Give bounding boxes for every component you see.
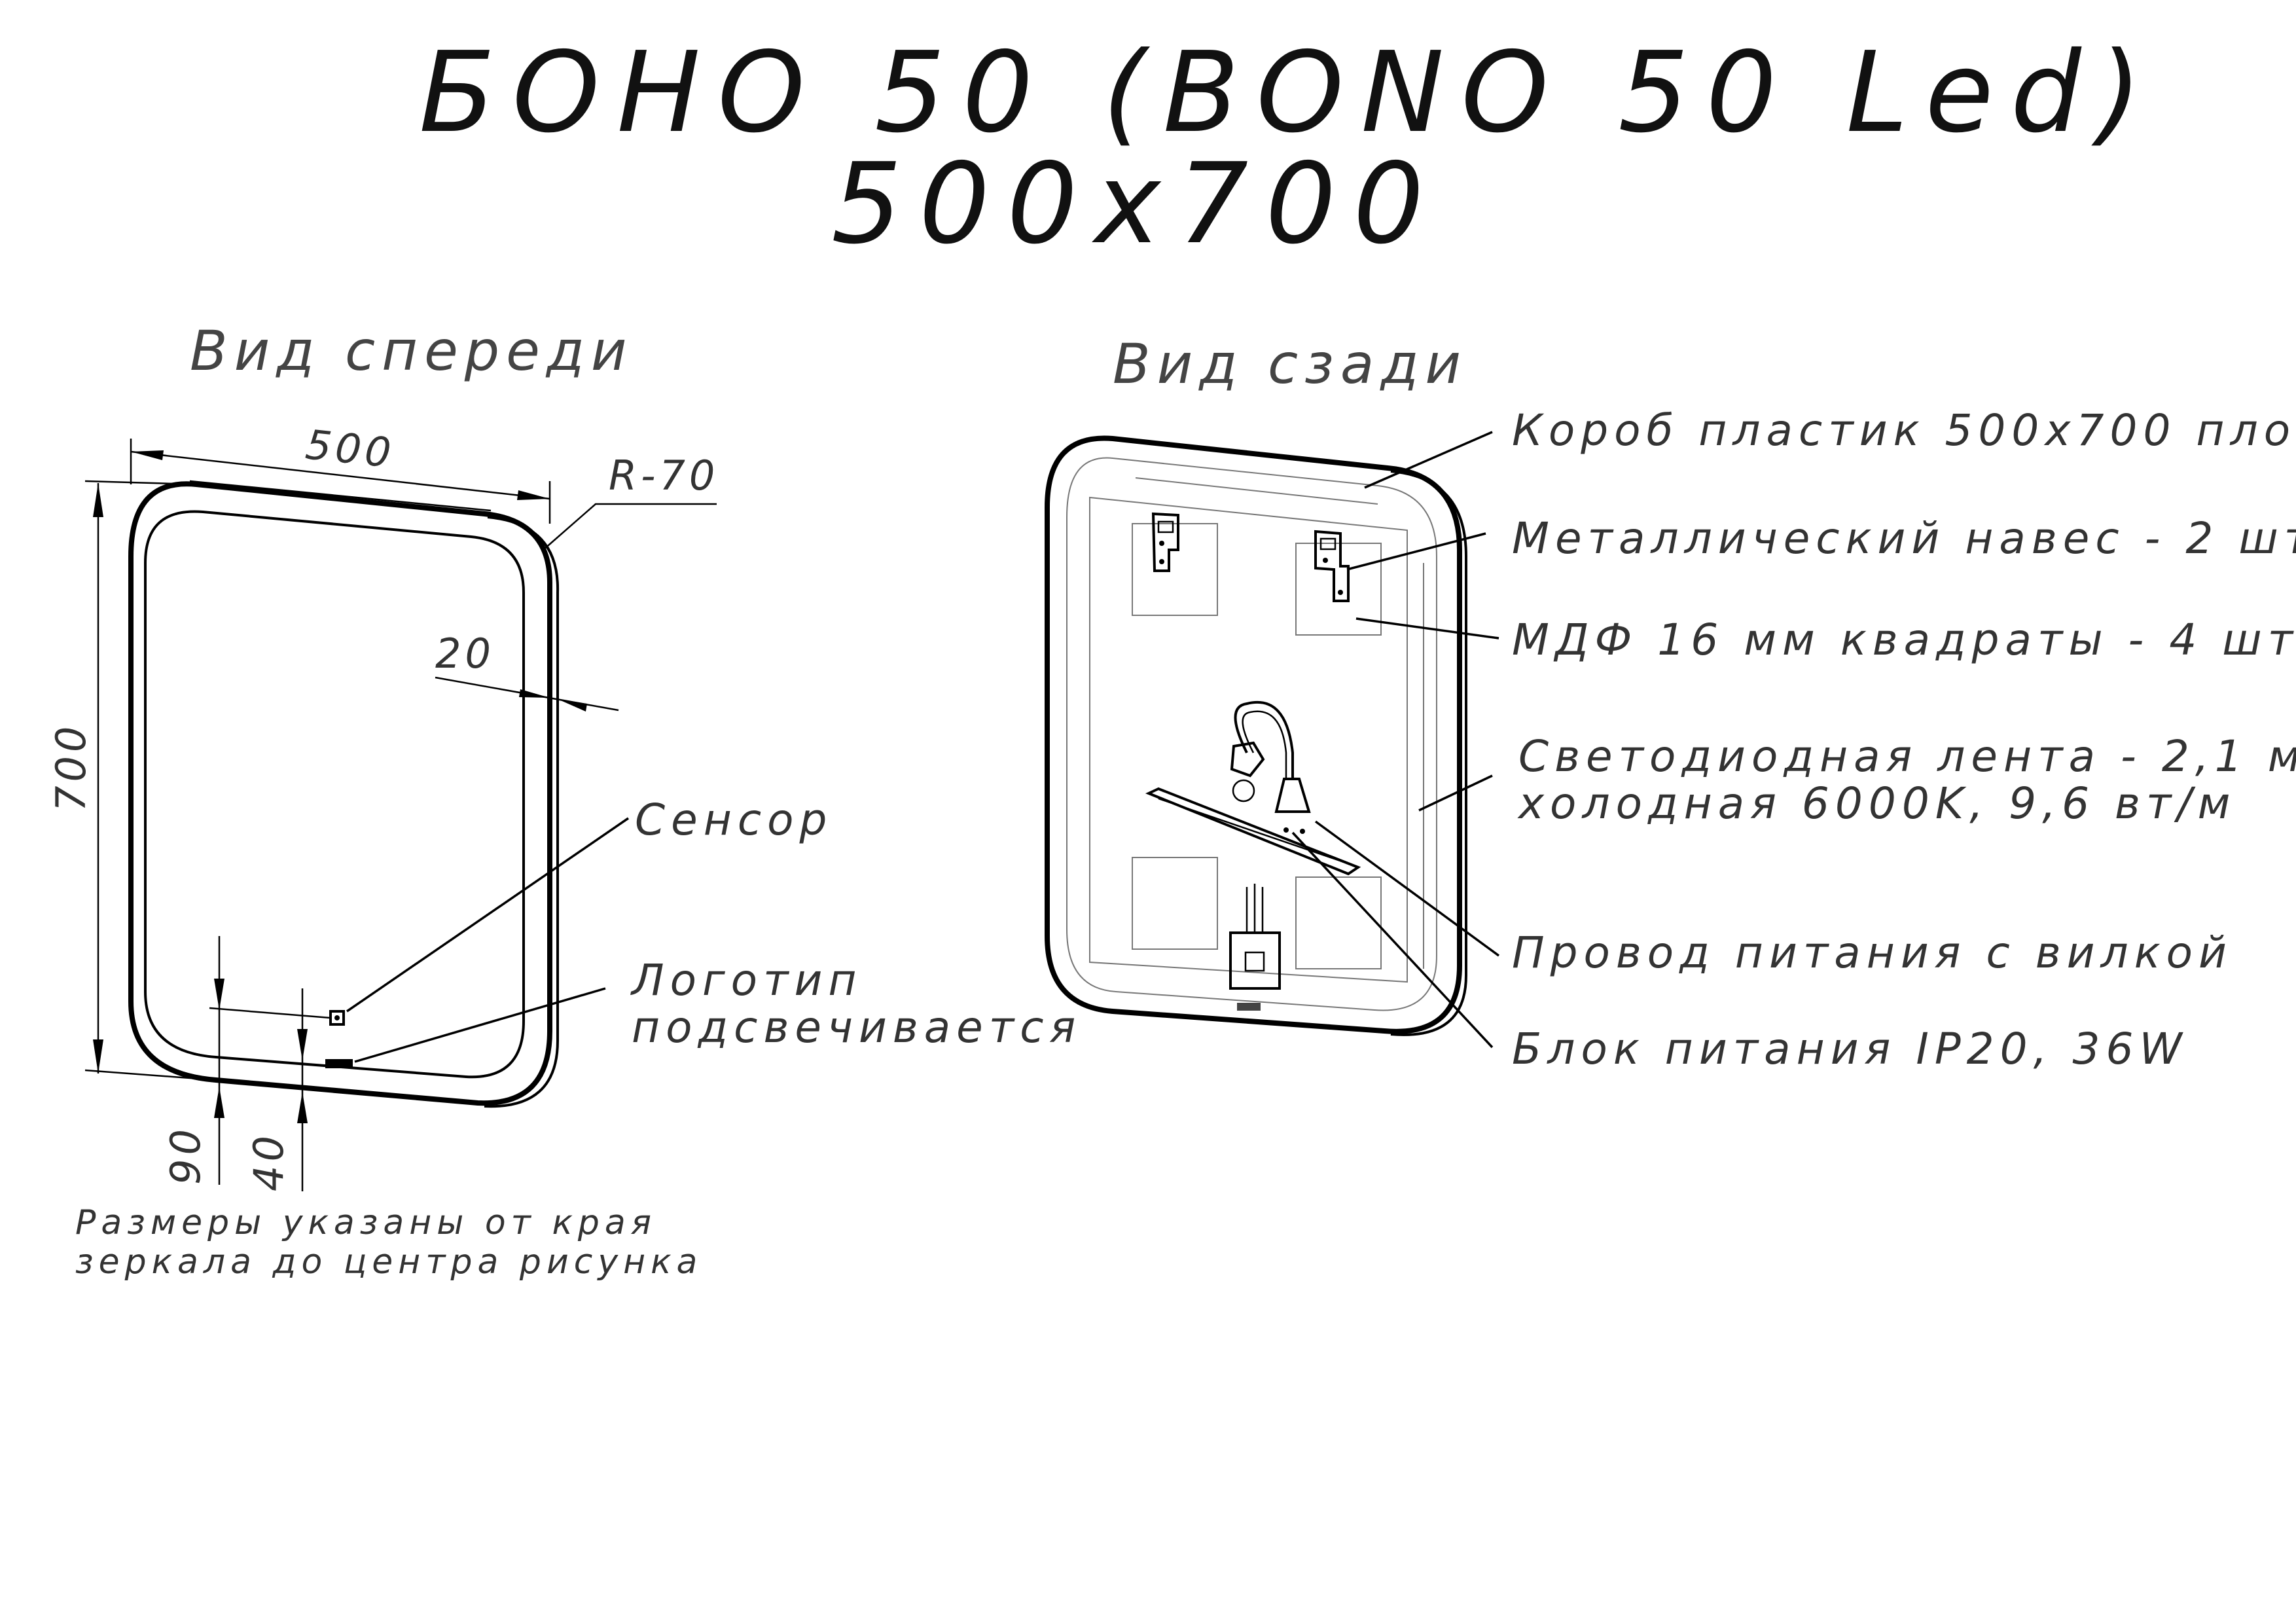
width-dimension-line	[130, 450, 550, 500]
power-cable	[1234, 700, 1294, 779]
cable-label: Провод питания с вилкой	[1512, 928, 2233, 978]
mdf-square-top-right	[1295, 543, 1382, 636]
logo-label-line1: Логотип	[630, 955, 863, 1005]
hanger-left-slot	[1157, 520, 1174, 533]
sensor-label: Сенсор	[635, 795, 833, 845]
mdf-square-bottom-right	[1295, 876, 1382, 969]
drawing-title: БОНО 50 (BONO 50 Led)	[419, 28, 2159, 158]
hanger-left-hole-1	[1159, 541, 1164, 546]
height-arrow-bottom	[93, 1039, 103, 1074]
led-label-line2: холодная 6000K, 9,6 вт/м	[1517, 778, 2236, 829]
mdf-label: МДФ 16 мм квадраты - 4 шт	[1512, 615, 2296, 665]
dimension-note-line2: зеркала до центра рисунка	[75, 1242, 702, 1282]
width-dimension-value: 500	[303, 420, 397, 477]
plastic-box-outline	[1066, 457, 1437, 1011]
metal-hanger-right	[1314, 530, 1350, 602]
sensor-offset-arrow-top	[214, 979, 224, 1010]
connector-box-inner	[1244, 951, 1265, 972]
led-strip-contour	[144, 510, 525, 1079]
mdf-leader	[1355, 617, 1499, 640]
edge-arrow-left	[519, 689, 550, 698]
power-supply-edge	[1158, 797, 1350, 865]
sensor-offset-extension	[209, 1007, 331, 1019]
rear-side-edge	[1390, 470, 1467, 1036]
hangers-label: Металлический навес - 2 шт	[1512, 513, 2296, 564]
drawing-subtitle-size: 500x700	[831, 139, 1441, 269]
psu-dot-2	[1300, 829, 1305, 834]
logo-offset-arrow-top	[297, 1029, 308, 1060]
psu-leader	[1291, 831, 1494, 1049]
front-view-heading: Вид спереди	[190, 319, 633, 383]
cable-connector	[1274, 778, 1311, 813]
cable-leader	[1314, 820, 1500, 957]
height-dimension-value: 700	[47, 723, 95, 812]
power-supply-unit	[1145, 787, 1361, 876]
sensor-dot	[334, 1015, 340, 1020]
edge-arrow-right	[558, 699, 587, 712]
hanger-right-slot	[1319, 537, 1336, 550]
metal-hanger-left	[1151, 512, 1179, 572]
logo-offset-arrow-bottom	[297, 1092, 308, 1123]
hanger-left-hole-2	[1159, 559, 1164, 564]
rear-view: Вид сзади	[1045, 332, 2296, 1074]
logo-leader	[354, 987, 606, 1063]
connector-box	[1229, 931, 1281, 990]
box-label: Короб пластик 500x700 плоский	[1512, 405, 2296, 456]
switch-knob	[1232, 779, 1255, 803]
psu-dot-1	[1283, 827, 1289, 833]
box-leader	[1364, 431, 1493, 489]
edge-dimension-value: 20	[435, 630, 495, 677]
hanger-right-hole-1	[1323, 558, 1328, 563]
logo-offset-value: 40	[245, 1132, 293, 1191]
psu-label: Блок питания IP20, 36W	[1512, 1024, 2188, 1074]
rear-logo-mark	[1237, 1003, 1261, 1011]
mirror-top-edge	[189, 480, 492, 512]
mirror-side-edge	[484, 516, 560, 1108]
rear-outer-frame	[1045, 435, 1462, 1034]
rear-view-heading: Вид сзади	[1113, 332, 1467, 396]
front-view: Вид спереди 500 R-70 20 700	[47, 319, 1081, 1282]
sensor-offset-value: 90	[162, 1125, 209, 1185]
height-extension-bottom	[84, 1069, 217, 1081]
sensor-offset-arrow-bottom	[214, 1087, 224, 1118]
height-arrow-top	[93, 483, 103, 517]
plug-icon	[1230, 741, 1265, 778]
hangers-leader	[1346, 532, 1486, 571]
logo-label-line2: подсвечивается	[632, 1002, 1081, 1053]
led-label-line1: Светодиодная лента - 2,1 м.п.	[1518, 731, 2296, 782]
top-rail	[1135, 477, 1378, 505]
sensor-leader	[346, 817, 629, 1013]
mirror-outer-frame	[128, 481, 552, 1106]
width-arrow-right	[517, 490, 550, 500]
hanger-right-hole-2	[1338, 590, 1343, 595]
dimension-note-line1: Размеры указаны от края	[75, 1203, 656, 1242]
plastic-box-inner-outline	[1089, 496, 1408, 983]
radius-leader	[543, 503, 717, 550]
width-arrow-left	[131, 450, 164, 460]
mdf-square-top-left	[1132, 523, 1218, 616]
logo-mark	[325, 1059, 353, 1068]
led-leader	[1418, 774, 1493, 812]
power-cable-inner	[1242, 710, 1287, 779]
radius-dimension-value: R-70	[609, 452, 719, 499]
height-extension-top	[84, 480, 197, 486]
mdf-square-bottom-left	[1132, 857, 1218, 950]
